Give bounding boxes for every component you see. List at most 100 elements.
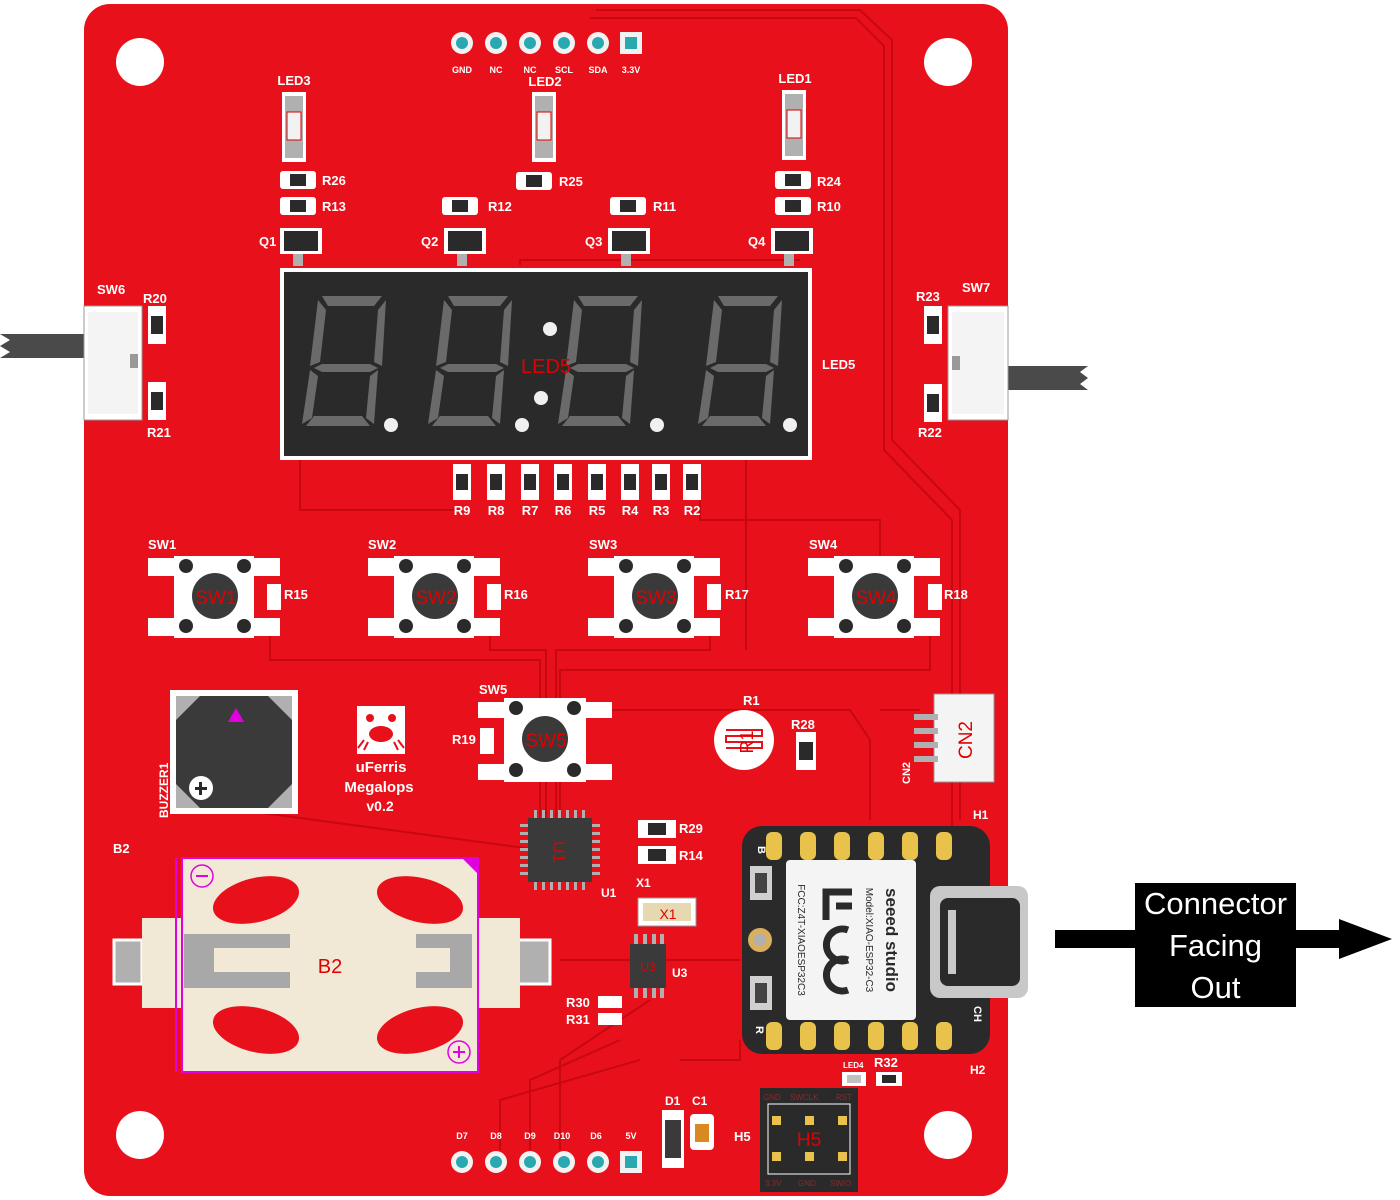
sw4-label: SW4 [809,537,838,552]
r23-label: R23 [916,289,940,304]
r-row-label: R3 [653,503,670,518]
resistor-pads-top [280,171,811,215]
arrow-icon [1055,919,1392,959]
q2-label: Q2 [421,234,438,249]
sw7-slide-switch[interactable] [947,305,1088,421]
r16-label: R16 [504,587,528,602]
sw7-label: SW7 [962,280,990,295]
r30-r31-pads [598,996,622,1025]
h5-swd-header[interactable] [760,1088,858,1192]
sw2-button[interactable] [368,556,500,638]
r24-label: R24 [817,174,842,189]
led3 [282,92,306,162]
q1-label: Q1 [259,234,276,249]
board-name: uFerris [356,759,407,776]
sw5-button[interactable] [478,698,612,782]
sw4-button[interactable] [808,556,940,638]
swd-top-label: SWCLK [790,1093,819,1102]
x1-crystal [637,897,697,927]
sw5-label: SW5 [479,682,507,697]
cn2-label: CN2 [901,762,913,784]
r20-r21-pads [148,306,166,420]
top-pin-label: SDA [588,65,608,75]
bottom-pin-label: 5V [625,1131,636,1141]
r18-pad [928,584,942,610]
annotation-line: Facing [1168,928,1263,963]
cn2-connector[interactable] [914,693,995,783]
r22-label: R22 [918,425,942,440]
module-btn-b: B [755,846,767,854]
sw1-center: SW1 [195,588,236,609]
sw6-slide-switch[interactable] [0,305,143,421]
r29-label: R29 [679,821,703,836]
top-pin-label: NC [490,65,503,75]
r17-label: R17 [725,587,749,602]
led5-label: LED5 [822,357,855,372]
d1-c1 [662,1110,714,1168]
module-model: Model:XIAO-ESP32-C3 [863,888,874,993]
r20-label: R20 [143,291,167,306]
connector-annotation: Connector Facing Out [1135,883,1296,1007]
led4-label: LED4 [843,1061,864,1070]
annotation-line: Connector [1143,886,1288,921]
u3-label: U3 [672,966,688,980]
r13-label: R13 [322,199,346,214]
r15-pad [267,584,281,610]
module-brand: seeed studio [882,888,901,992]
bottom-pin-label: D9 [524,1131,536,1141]
sw1-button[interactable] [148,556,280,638]
r-row-label: R4 [622,503,639,518]
led2-label: LED2 [528,74,561,89]
module-fcc: FCC:Z4T-XIAOESP32C3 [795,884,806,996]
r18-label: R18 [944,587,968,602]
q3-label: Q3 [585,234,602,249]
mounting-hole-tl [116,38,164,86]
b2-battery-holder [112,857,552,1073]
b2-center: B2 [318,956,342,978]
r14-label: R14 [679,848,704,863]
top-pin-label: SCL [555,65,574,75]
r30-label: R30 [566,995,590,1010]
r-row-label: R5 [589,503,606,518]
board-version: v0.2 [366,798,393,814]
top-pin-label: 3.3V [622,65,641,75]
bottom-pin-label: D6 [590,1131,602,1141]
r28-label: R28 [791,717,815,732]
r31-label: R31 [566,1012,590,1027]
u1-center: U1 [549,841,568,863]
sw2-center: SW2 [415,588,456,609]
r-row-label: R8 [488,503,505,518]
r15-label: R15 [284,587,308,602]
r10-label: R10 [817,199,841,214]
r21-label: R21 [147,425,171,440]
r-row-label: R6 [555,503,572,518]
transistors [280,228,813,266]
top-pin-label: GND [452,65,473,75]
h5-center: H5 [797,1130,821,1151]
sw4-center: SW4 [855,588,897,609]
r23-r22-pads [924,306,942,422]
mounting-hole-tr [924,38,972,86]
led1-label: LED1 [778,71,811,86]
r25-label: R25 [559,174,583,189]
r32-label: R32 [874,1055,898,1070]
sw3-button[interactable] [588,556,720,638]
r19-pad [480,728,494,754]
buzzer [170,690,298,814]
u1-label: U1 [601,886,617,900]
h2-label: H2 [970,1063,986,1077]
r-row-label: R7 [522,503,539,518]
u3-chip [630,934,666,998]
r26-label: R26 [322,173,346,188]
r29-r14-pads [638,820,676,864]
swd-bottom-label: 3.3V [765,1179,782,1188]
mounting-hole-br [924,1111,972,1159]
r19-label: R19 [452,732,476,747]
r1-center: R1 [737,730,757,753]
r-row-label: R2 [684,503,701,518]
bottom-header[interactable] [451,1151,642,1173]
r16-pad [487,584,501,610]
top-header[interactable] [451,32,642,54]
swd-top-label: GND [763,1093,781,1102]
led2 [532,92,556,162]
